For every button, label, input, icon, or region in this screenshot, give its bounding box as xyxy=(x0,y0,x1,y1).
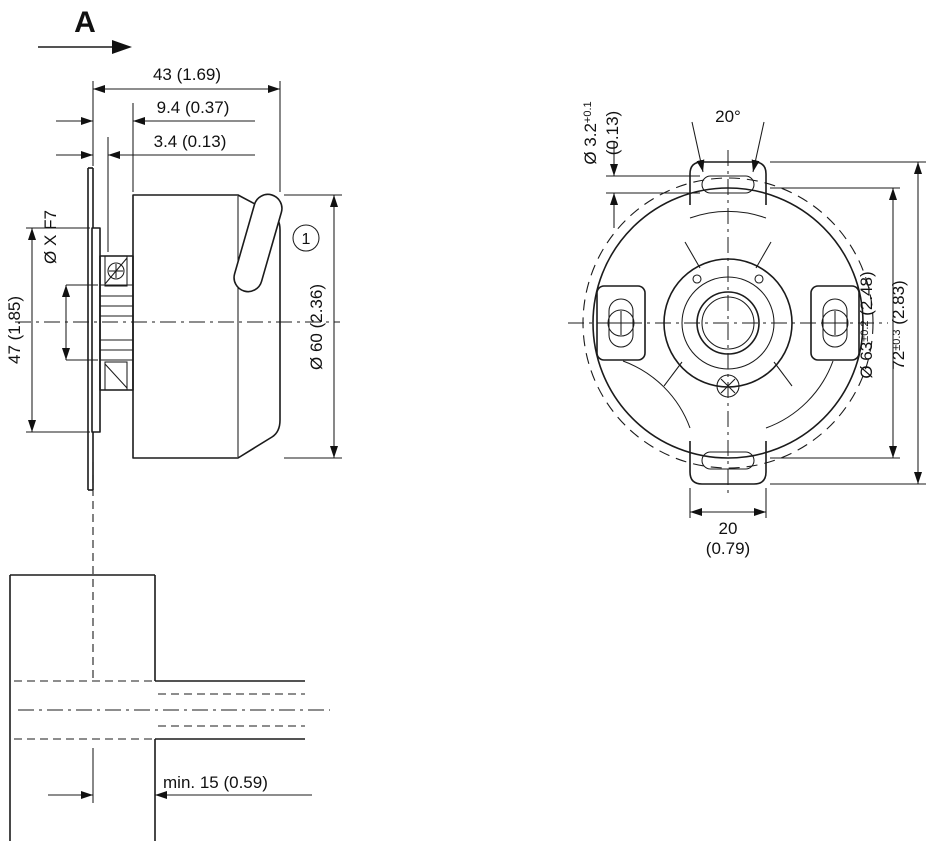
dim-body-diameter-60: Ø 60 (2.36) xyxy=(284,194,342,459)
radial-connector xyxy=(233,193,283,293)
view-direction-a: A xyxy=(38,6,132,54)
customer-wall-section xyxy=(9,574,330,841)
clamp-screw-icon xyxy=(107,262,125,280)
dim-height-72-value: 72 xyxy=(889,351,908,370)
spring-cutout-arc-2 xyxy=(622,360,691,429)
dim-height-72: 72±0.3 (2.83) xyxy=(770,161,926,485)
dim-slot-angle-label: 20° xyxy=(715,107,741,126)
encoder-body: 1 xyxy=(132,193,320,459)
dim-offset-3-4: 3.4 (0.13) xyxy=(56,132,255,252)
dim-tab-width-inch-label: (0.79) xyxy=(706,539,750,558)
callout-1-label: 1 xyxy=(302,231,311,248)
view-a-arrow-head xyxy=(112,40,132,54)
dim-protrusion-label: 9.4 (0.37) xyxy=(157,98,230,117)
callout-1-circle xyxy=(292,224,320,252)
dim-min-clearance-label: min. 15 (0.59) xyxy=(163,773,268,792)
dim-circle-63-tol: ±0.2 xyxy=(859,320,871,341)
dim-height-72-label: 72±0.3 (2.83) xyxy=(889,280,908,369)
dim-slot-width-value: Ø 3.2 xyxy=(581,123,600,165)
dim-body-diameter-label: Ø 60 (2.36) xyxy=(307,284,326,370)
dim-circle-63-value: Ø 63 xyxy=(857,342,876,379)
dim-min-clearance-15: min. 15 (0.59) xyxy=(48,748,312,803)
dim-shaft-bore-label: Ø X F7 xyxy=(41,210,60,264)
dim-flange-47: 47 (1.85) xyxy=(5,227,90,433)
dim-slot-width-3-2: Ø 3.2+0.1 (0.13) xyxy=(581,101,700,228)
dim-offset-label: 3.4 (0.13) xyxy=(154,132,227,151)
dim-height-72-tol: ±0.3 xyxy=(891,329,903,350)
front-view: 20° Ø 3.2+0.1 (0.13) Ø 63±0.2 (2.48) 72±… xyxy=(568,101,926,558)
dim-slot-width-tol: +0.1 xyxy=(582,101,594,123)
dim-shaft-bore: Ø X F7 xyxy=(41,210,98,361)
dim-slot-width-label: Ø 3.2+0.1 xyxy=(581,101,600,164)
stator-coupling-disc xyxy=(91,227,101,433)
spring-cutout-arc-1 xyxy=(765,360,834,429)
dim-slot-angle-20deg: 20° xyxy=(691,107,765,173)
dim-tab-width-label: 20 xyxy=(719,519,738,538)
dim-flange-label: 47 (1.85) xyxy=(5,296,24,364)
dim-tab-width-20: 20 (0.79) xyxy=(689,488,767,558)
side-view: A xyxy=(5,6,342,841)
clamp-screw-block xyxy=(104,255,128,287)
view-a-label: A xyxy=(74,6,96,39)
dim-height-72-inch: (2.83) xyxy=(889,280,908,329)
dim-protrusion-9-4: 9.4 (0.37) xyxy=(56,98,255,192)
dim-depth-43: 43 (1.69) xyxy=(92,65,281,192)
dim-depth-label: 43 (1.69) xyxy=(153,65,221,84)
shaft-clamp xyxy=(99,255,134,391)
dim-slot-width-inch-label: (0.13) xyxy=(603,111,622,155)
dim-circle-63-label: Ø 63±0.2 (2.48) xyxy=(857,271,876,378)
dim-circle-63: Ø 63±0.2 (2.48) xyxy=(770,187,900,459)
clamp-lower-block xyxy=(104,361,128,391)
dim-circle-63-inch: (2.48) xyxy=(857,271,876,320)
